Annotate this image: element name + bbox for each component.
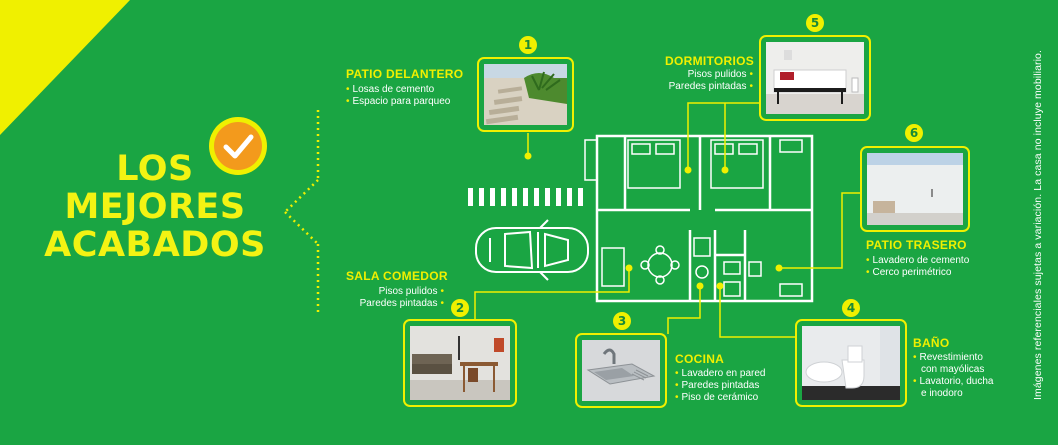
disclaimer: Imágenes referenciales sujetas a variaci… [1030,18,1046,433]
connector-lines [474,102,862,338]
patio-delantero-number: 1 [519,36,537,54]
headline-line-2: MEJORES [64,187,246,227]
dormitorios-photo [759,35,871,121]
bano-number: 4 [842,299,860,317]
check-icon [209,117,267,175]
list-item: Piso de cerámico [675,392,765,404]
list-item: Pisos pulidos [340,286,444,298]
dormitorios-number: 5 [806,14,824,32]
corner-triangle [0,0,130,135]
list-item: Paredes pintadas [340,298,444,310]
floor-plan-icon [595,134,814,303]
cocina-list: Lavadero en pared Paredes pintadas Piso … [675,368,766,404]
list-item: Pisos pulidos [650,69,753,81]
list-item: e inodoro [921,388,963,399]
dormitorios-list: Pisos pulidos Paredes pintadas [650,69,753,93]
list-item: Lavadero de cemento [866,255,970,267]
headline-line-3: ACABADOS [44,225,266,265]
sala-comedor-image [410,326,510,400]
list-item: Revestimiento [913,352,993,364]
list-item: Cerco perimétrico [866,267,969,279]
sala-comedor-number: 2 [451,299,469,317]
patio-trasero-number: 6 [905,124,923,142]
list-item: Losas de cemento [346,84,450,96]
bano-title: BAÑO [913,336,950,350]
patio-delantero-image [484,64,567,125]
list-item: Lavadero en pared [675,368,766,380]
headline-line-1: LOS [116,149,194,189]
bano-image [802,326,900,400]
car-icon [475,219,589,281]
list-item: Espacio para parqueo [346,96,451,108]
sala-comedor-title: SALA COMEDOR [346,269,448,283]
list-item: Paredes pintadas [675,380,765,392]
dotted-bracket [284,110,320,312]
patio-trasero-list: Lavadero de cemento Cerco perimétrico [866,255,970,279]
cocina-title: COCINA [675,352,725,366]
bano-list: Revestimiento con mayólicas Lavatorio, d… [913,352,994,400]
list-item: Paredes pintadas [650,81,753,93]
patio-trasero-title: PATIO TRASERO [866,238,967,252]
crosswalk [468,188,583,206]
bano-photo [795,319,907,407]
patio-delantero-list: Losas de cemento Espacio para parqueo [346,84,451,108]
connector-dots [524,152,783,290]
cocina-image [582,340,660,401]
headline: LOS MEJORES ACABADOS [40,150,270,264]
sala-comedor-photo [403,319,517,407]
cocina-number: 3 [613,312,631,330]
sala-comedor-list: Pisos pulidos Paredes pintadas [340,286,444,310]
patio-trasero-image [867,153,963,225]
dormitorios-image [766,42,864,114]
dormitorios-title: DORMITORIOS [665,54,755,68]
cocina-photo [575,333,667,408]
patio-trasero-photo [860,146,970,232]
disclaimer-text: Imágenes referenciales sujetas a variaci… [1032,50,1044,400]
list-item: con mayólicas [921,364,985,375]
list-item: Lavatorio, ducha [913,376,994,388]
floor-plan-furniture [584,139,803,297]
patio-delantero-photo [477,57,574,132]
patio-delantero-title: PATIO DELANTERO [346,67,464,81]
